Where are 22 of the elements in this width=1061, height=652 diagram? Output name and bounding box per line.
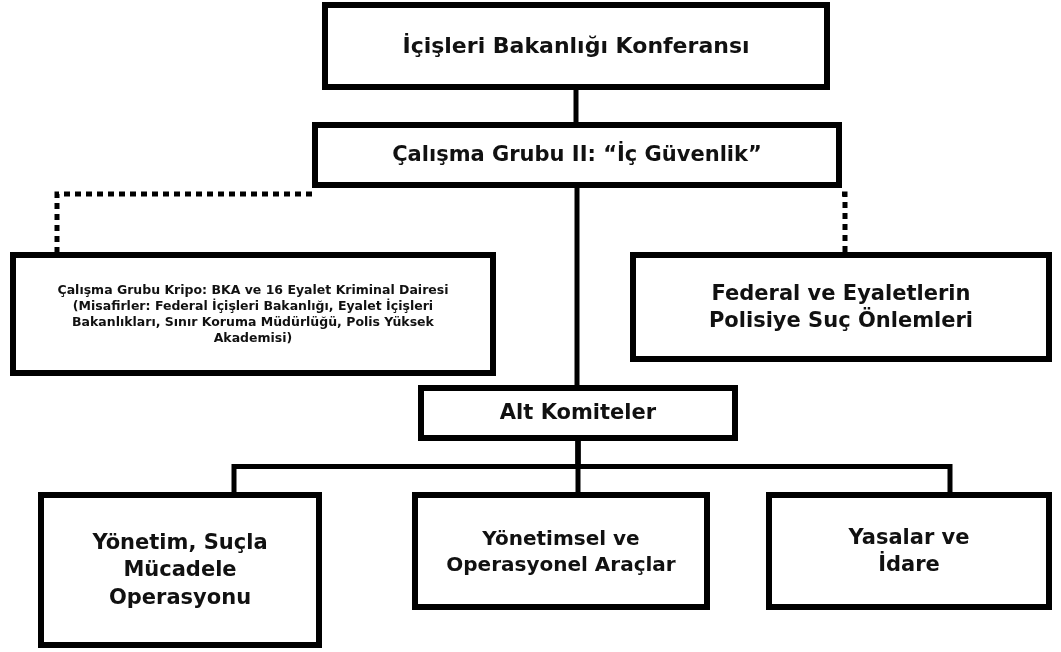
box-label: Yasalar ve İdare bbox=[847, 523, 971, 578]
connector-line bbox=[574, 188, 580, 385]
box-label: Çalışma Grubu II: “İç Güvenlik” bbox=[392, 141, 762, 169]
box-label: Yönetim, Suçla Mücadele Operasyonu bbox=[91, 529, 269, 611]
org-box bbox=[38, 492, 322, 648]
box-label: Çalışma Grubu Kripo: BKA ve 16 Eyalet Kriminal Dairesi bbox=[57, 281, 449, 298]
box-label: Federal ve Eyaletlerin Polisiye Suç Önlemleri bbox=[707, 279, 975, 334]
box-label: Alt Komiteler bbox=[499, 399, 657, 427]
org-box bbox=[418, 385, 738, 441]
org-box bbox=[322, 2, 830, 90]
org-box bbox=[412, 492, 710, 610]
dashed-connector bbox=[54, 191, 312, 252]
box-label: İçişleri Bakanlığı Konferansı bbox=[402, 31, 750, 60]
org-box bbox=[10, 252, 496, 376]
box-label: Yönetimsel ve Operasyonel Araçlar bbox=[445, 525, 677, 577]
org-box bbox=[766, 492, 1052, 610]
connector-line bbox=[573, 90, 579, 122]
org-box bbox=[630, 252, 1052, 362]
org-box bbox=[312, 122, 842, 188]
connector-line bbox=[575, 441, 953, 492]
box-label: (Misafirler: Federal İçişleri Bakanlığı, Eyalet İçişleri Bakanlıkları, Sınır Koruma Müdürlüğü, Polis Yüksek Akademisi) bbox=[71, 297, 435, 347]
dashed-connector bbox=[842, 191, 848, 252]
